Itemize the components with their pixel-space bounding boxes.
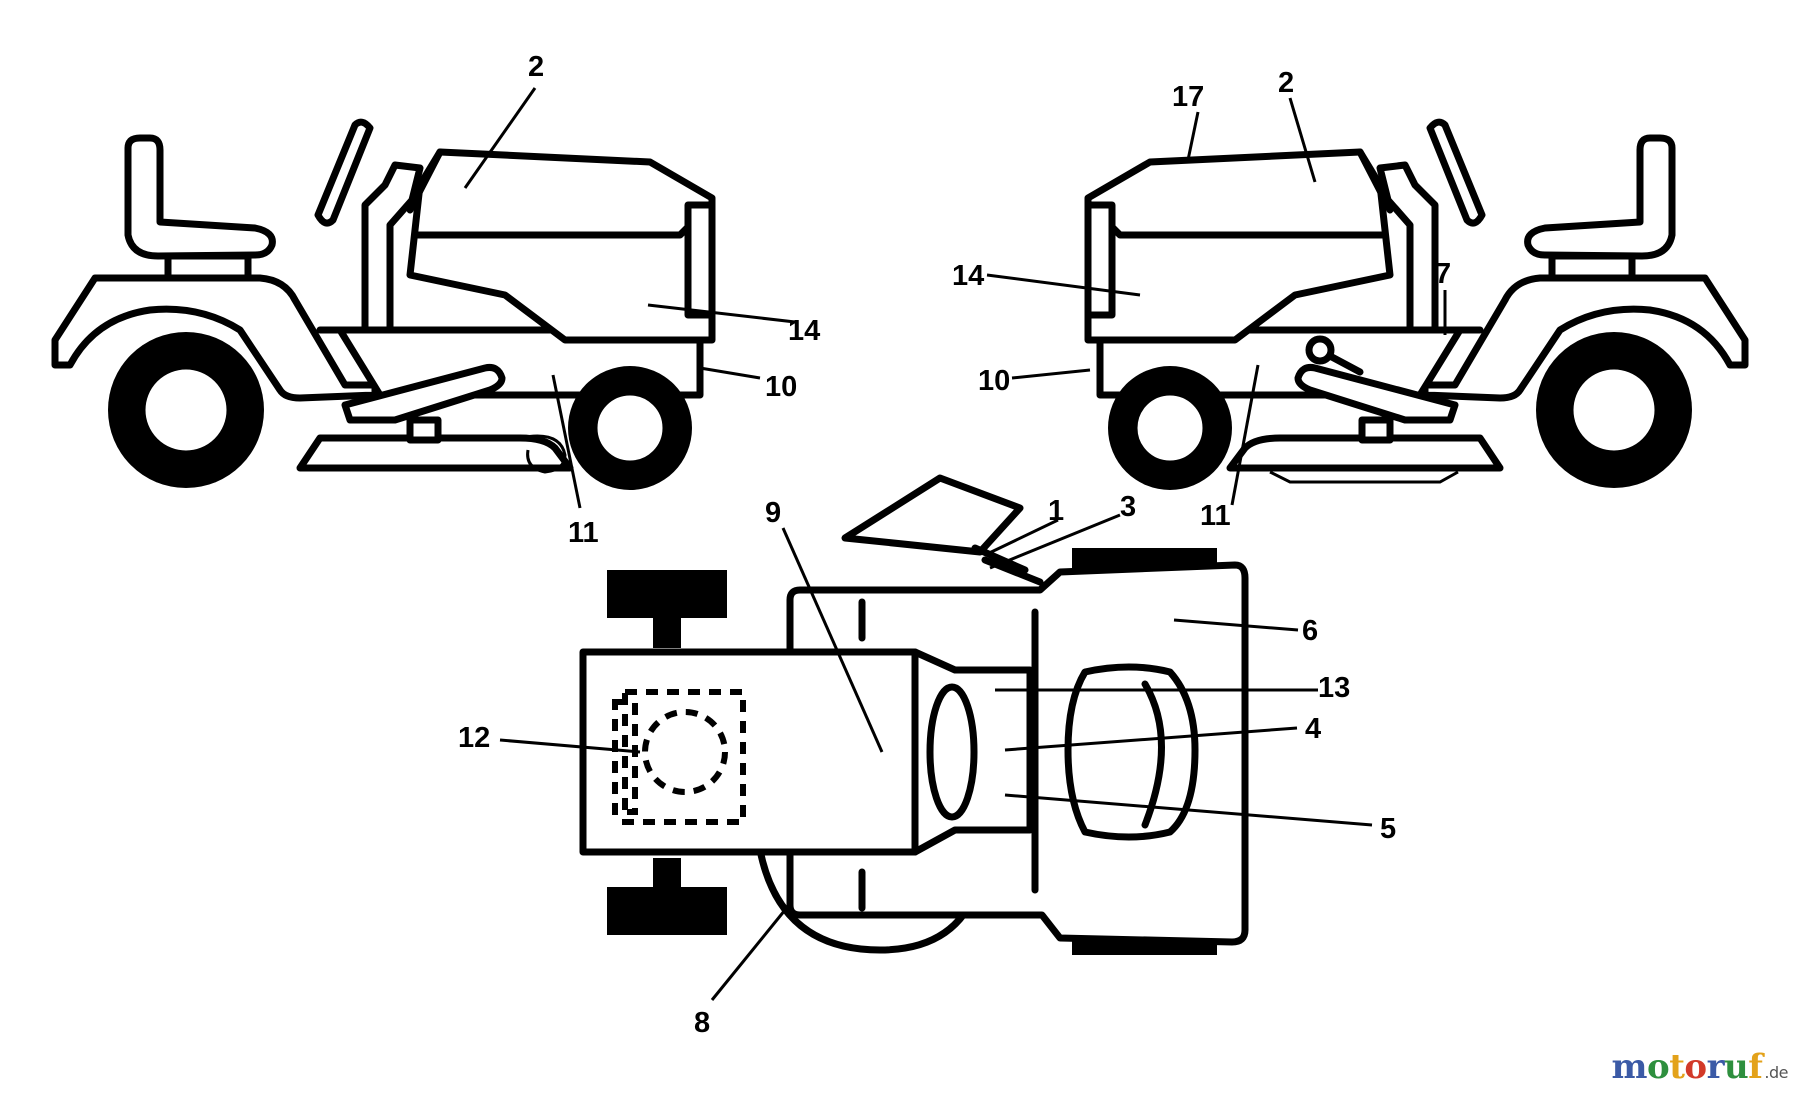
deck-rail-right <box>1269 470 1459 484</box>
seat-right <box>1524 134 1676 260</box>
watermark-letter: r <box>1706 1047 1725 1087</box>
callout-left-10: 10 <box>765 371 797 403</box>
watermark-tld: .de <box>1764 1063 1788 1082</box>
grille-left <box>684 201 716 319</box>
hood-right <box>1084 148 1394 344</box>
steering-column-right <box>1376 161 1439 334</box>
deck-right <box>1226 434 1504 472</box>
callout-top-12: 12 <box>458 722 490 754</box>
callout-labels: 2 14 10 11 17 2 14 7 10 11 9 1 3 6 13 12… <box>458 51 1451 1039</box>
pedal-left <box>341 364 506 424</box>
steering-wheel-left <box>314 118 374 227</box>
engine-circle-top <box>642 709 728 795</box>
tractor-top-view <box>499 474 1373 1001</box>
hood-left <box>406 148 716 344</box>
callout-right-10: 10 <box>978 365 1010 397</box>
front-tire-top-left <box>607 570 727 618</box>
steering-column-left <box>361 161 424 334</box>
callout-left-2: 2 <box>528 51 544 83</box>
callout-top-13: 13 <box>1318 672 1350 704</box>
watermark-letter: o <box>1647 1047 1670 1087</box>
front-tire-bottom-left <box>607 887 727 935</box>
watermark-letter: m <box>1611 1047 1648 1087</box>
lever-shaft-right <box>1326 352 1364 376</box>
callout-right-14: 14 <box>952 260 984 292</box>
callout-right-2: 2 <box>1278 67 1294 99</box>
steering-hub-top <box>926 683 978 821</box>
watermark-letter: t <box>1669 1047 1685 1087</box>
seat-top <box>1064 663 1199 841</box>
pedal-right <box>1294 364 1459 424</box>
grille-right <box>1084 201 1116 319</box>
deck-hanger-left <box>406 416 442 444</box>
seat-left <box>124 134 276 260</box>
callout-top-9: 9 <box>765 497 781 529</box>
callout-left-14: 14 <box>788 315 820 347</box>
callout-top-5: 5 <box>1380 813 1396 845</box>
tractor-side-view-left <box>51 87 796 509</box>
callout-left-11: 11 <box>568 517 599 549</box>
lever-knob-right <box>1305 335 1335 365</box>
callout-right-11: 11 <box>1200 500 1231 532</box>
engine-outline-top <box>622 689 746 825</box>
callout-right-17: 17 <box>1172 81 1204 113</box>
callout-top-1: 1 <box>1048 495 1064 527</box>
rear-fender-right <box>1421 274 1749 402</box>
rear-fender-left <box>51 274 379 402</box>
callout-top-6: 6 <box>1302 615 1318 647</box>
deck-hanger-right <box>1358 416 1394 444</box>
steering-wheel-right <box>1426 118 1486 227</box>
callout-top-4: 4 <box>1305 713 1321 745</box>
callout-top-8: 8 <box>694 1007 710 1039</box>
tractor-side-view-right <box>986 97 1749 506</box>
callout-right-7: 7 <box>1435 258 1451 290</box>
deck-chute-left <box>519 434 567 474</box>
discharge-chute-top <box>841 474 1024 556</box>
watermark-letter: o <box>1684 1047 1707 1087</box>
watermark-letter: f <box>1748 1047 1763 1087</box>
callout-top-3: 3 <box>1120 491 1136 523</box>
motoruf-watermark: motoruf.de <box>1611 1047 1789 1087</box>
watermark-letter: u <box>1724 1047 1749 1087</box>
